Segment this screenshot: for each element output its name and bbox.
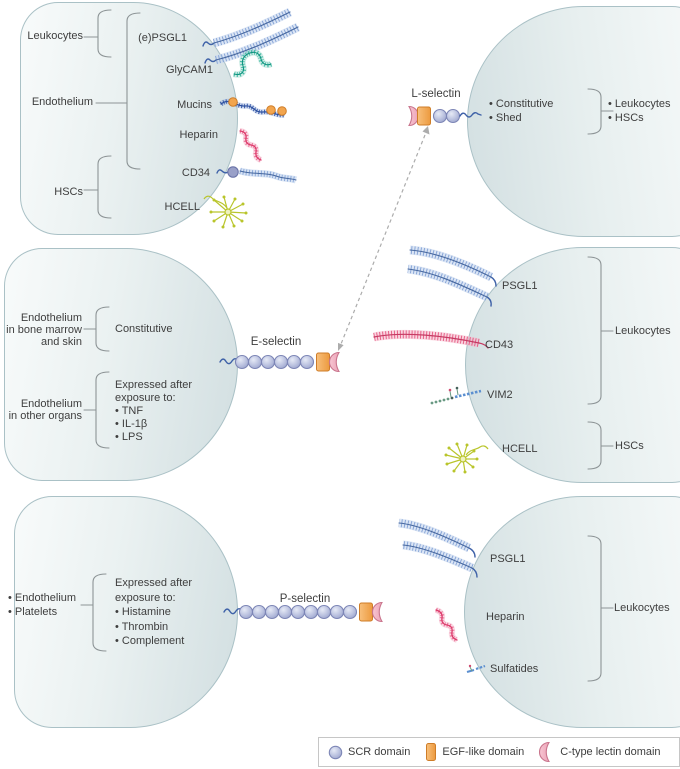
legend-label-egf: EGF-like domain: [442, 746, 525, 758]
e-selectin-structure: [219, 351, 340, 373]
brackets: [80, 9, 614, 682]
value-induced-bl: Expressed after exposure to: • Histamine…: [115, 577, 193, 647]
legend-item-scr: SCR domain: [328, 745, 410, 760]
cell-l-ligand-source: [20, 2, 238, 235]
bracket-leukocytes-tl: [83, 9, 112, 58]
group-label-leukocytes-mr: Leukocytes: [615, 325, 671, 337]
l-selectin-expression: • Constitutive • Shed: [489, 98, 554, 124]
bracket-expressed-on-tr: [587, 88, 614, 135]
bracket-hscs-mr: [587, 421, 614, 470]
group-label-hscs-mr: HSCs: [615, 440, 644, 452]
ligand-label-heparin-tl: Heparin: [179, 129, 218, 141]
l-e-interaction-arrow: [338, 126, 430, 351]
ligand-label-cd34: CD34: [181, 167, 210, 179]
ligand-label-mucins: Mucins: [177, 99, 212, 111]
label-endothelium-other: Endothelium in other organs: [8, 398, 82, 422]
sulfatides-glyph: [466, 664, 486, 674]
ligand-label-psgl1-br: PSGL1: [490, 553, 526, 565]
p-selectin-structure: [223, 601, 383, 623]
value-induced-ml: Expressed after exposure to: • TNF • IL-…: [115, 379, 193, 443]
psgl1-glyph-mr: [407, 245, 497, 307]
l-selectin-expressed-on: • Leukocytes • HSCs: [608, 98, 671, 124]
cell-e-ligand-source: [465, 247, 680, 483]
lectin-domain-icon: [539, 741, 550, 763]
epsgl1-glyph: [202, 7, 301, 65]
cd34-glyph: [216, 166, 298, 184]
label-leukocytes-tl: Leukocytes: [27, 30, 83, 42]
l-selectin-label: L-selectin: [411, 88, 461, 100]
label-hscs-tl: HSCs: [54, 186, 83, 198]
egf-domain-icon: [426, 743, 437, 761]
glycam1-glyph: [233, 49, 273, 78]
legend-label-lectin: C-type lectin domain: [560, 746, 661, 758]
bracket-leukocytes-mr: [587, 256, 614, 405]
e-selectin-label: E-selectin: [250, 336, 302, 348]
group-label-leukocytes-br: Leukocytes: [614, 602, 670, 614]
cell-p-selectin-bearing: [14, 496, 238, 728]
p-selectin-label: P-selectin: [279, 593, 331, 605]
legend-item-egf: EGF-like domain: [425, 742, 524, 762]
psgl1-glyph-br: [398, 518, 478, 578]
label-endothelium-tl: Endothelium: [31, 96, 93, 108]
label-endothelium-platelets: • Endothelium • Platelets: [8, 592, 77, 618]
hcell-glyph-mr: [444, 442, 489, 474]
mucins-glyph: [219, 97, 287, 118]
heparin-glyph: [239, 128, 263, 163]
vim2-glyph: [430, 386, 482, 405]
ligand-label-sulfatides: Sulfatides: [490, 663, 539, 675]
bracket-ligand-group-tl: [95, 12, 141, 170]
legend: SCR domain EGF-like domain C-type lectin…: [318, 737, 680, 767]
bracket-constitutive-ml: [83, 306, 110, 352]
scr-domain-icon: [328, 745, 343, 759]
bracket-leukocytes-br: [587, 535, 614, 682]
ligand-label-hcell-tl: HCELL: [164, 201, 200, 213]
ligand-label-vim2: VIM2: [487, 389, 513, 401]
legend-label-scr: SCR domain: [348, 746, 411, 758]
ligand-label-hcell-mr: HCELL: [502, 443, 538, 455]
label-endothelium-bm-skin: Endothelium in bone marrow and skin: [6, 312, 82, 348]
cell-l-selectin-bearing: [467, 6, 680, 237]
hcell-glyph-tl: [203, 195, 248, 229]
heparin-glyph-br: [435, 607, 459, 643]
bracket-hscs-tl: [83, 155, 112, 219]
l-selectin-structure: [408, 105, 482, 127]
ligand-label-psgl1-mr: PSGL1: [502, 280, 538, 292]
cd43-glyph: [373, 329, 489, 349]
cell-e-selectin-bearing: [4, 248, 238, 481]
cell-p-ligand-source: [464, 496, 680, 728]
ligand-label-epsgl1: (e)PSGL1: [138, 32, 187, 44]
bracket-induced-bl: [80, 573, 107, 652]
value-constitutive-ml: Constitutive: [115, 323, 173, 335]
ligand-label-heparin-br: Heparin: [486, 611, 525, 623]
legend-item-lectin: C-type lectin domain: [539, 741, 661, 763]
ligand-label-glycam1: GlyCAM1: [165, 64, 213, 76]
bracket-induced-ml: [83, 371, 110, 449]
ligand-label-cd43: CD43: [485, 339, 514, 351]
